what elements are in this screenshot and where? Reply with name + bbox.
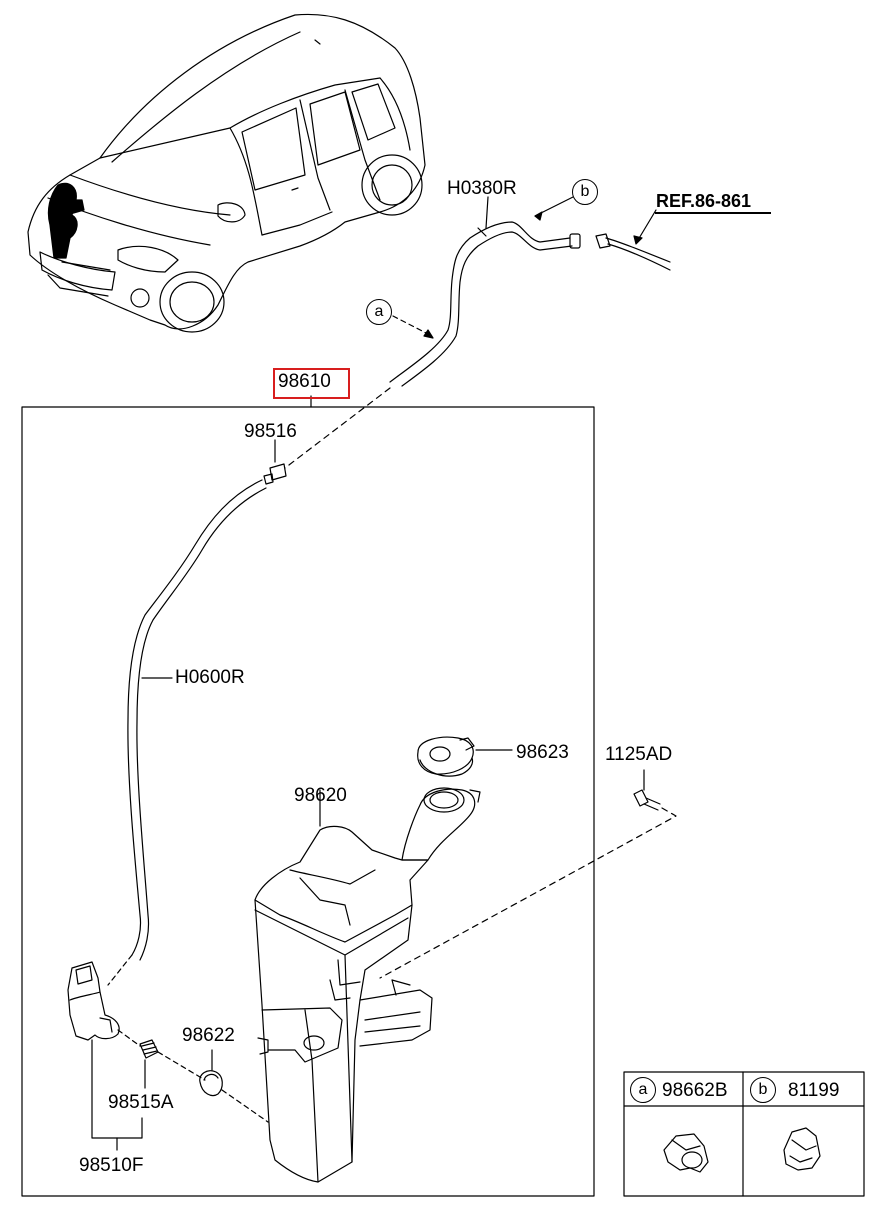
part-label-98623[interactable]: 98623 <box>516 742 569 763</box>
bolt-1125ad <box>379 769 677 979</box>
legend-table <box>623 1071 865 1197</box>
part-label-h0380r: H0380R <box>447 178 517 199</box>
grommet-98622 <box>199 1049 269 1123</box>
reservoir-98620 <box>254 787 481 1183</box>
legend-callout-b: b <box>750 1077 776 1103</box>
pump-98510f <box>67 961 206 1151</box>
car-illustration <box>27 13 426 333</box>
part-label-98622[interactable]: 98622 <box>182 1025 235 1046</box>
legend-part-a[interactable]: 98662B <box>662 1080 728 1101</box>
part-label-98620[interactable]: 98620 <box>294 785 347 806</box>
part-label-98516[interactable]: 98516 <box>244 421 297 442</box>
part-label-1125ad[interactable]: 1125AD <box>605 744 673 765</box>
part-label-98510f[interactable]: 98510F <box>79 1155 144 1176</box>
cap-98623 <box>417 736 513 777</box>
nozzle-98516 <box>263 463 287 485</box>
callout-b: b <box>572 179 598 205</box>
upper-hose <box>389 195 671 387</box>
part-label-98610[interactable]: 98610 <box>278 371 331 392</box>
callout-a: a <box>366 299 392 325</box>
legend-part-b[interactable]: 81199 <box>788 1080 840 1101</box>
nozzle-connector-line <box>284 387 391 469</box>
part-label-98515a[interactable]: 98515A <box>108 1092 174 1113</box>
lower-hose <box>107 479 267 986</box>
assembly-highlight-box <box>273 368 350 399</box>
legend-callout-a: a <box>630 1077 656 1103</box>
reference-underline <box>655 212 771 214</box>
reference-label[interactable]: REF.86-861 <box>656 191 752 211</box>
part-label-h0600r: H0600R <box>175 667 245 688</box>
